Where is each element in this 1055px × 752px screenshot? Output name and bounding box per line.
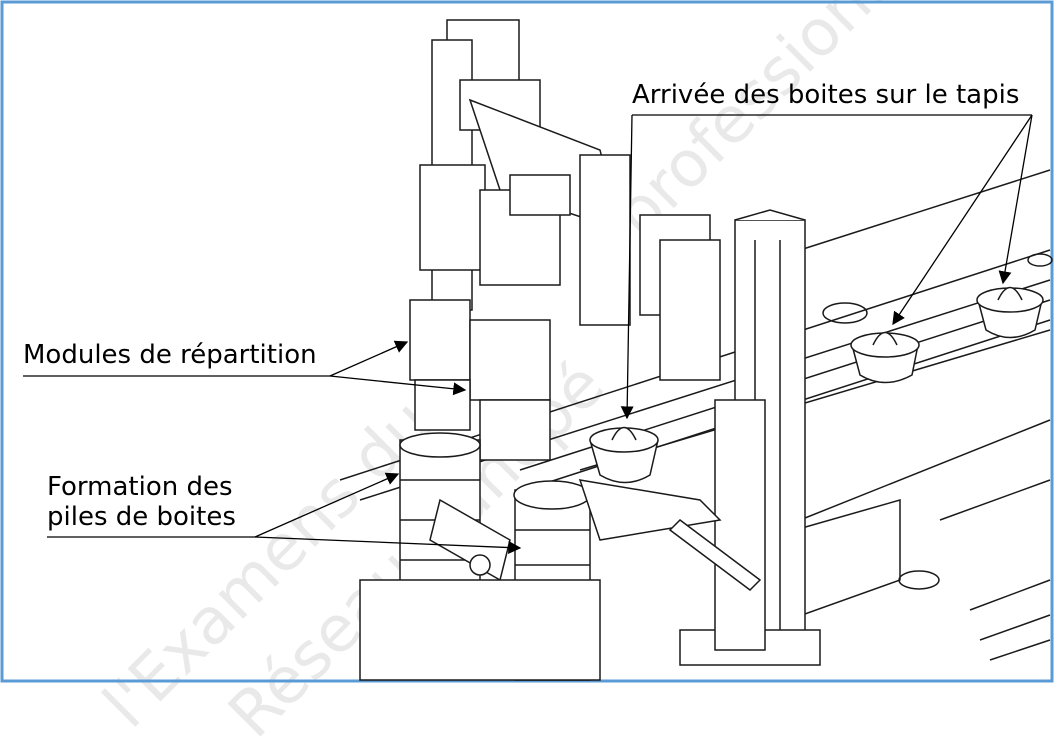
label-arrivee-des-boites: Arrivée des boites sur le tapis	[632, 80, 1020, 110]
cylinder-assemblies	[409, 19, 721, 461]
machine-drawing	[0, 0, 1054, 683]
label-modules-de-repartition: Modules de répartition	[23, 340, 317, 370]
boxes-on-belt	[589, 286, 1044, 484]
annotation-leaders	[23, 114, 1033, 555]
stack-columns	[359, 432, 762, 681]
label-formation-line2: piles de boites	[47, 502, 236, 532]
label-formation-line1: Formation des	[47, 472, 233, 502]
blue-frame	[0, 0, 1054, 683]
vertical-column	[679, 209, 821, 666]
